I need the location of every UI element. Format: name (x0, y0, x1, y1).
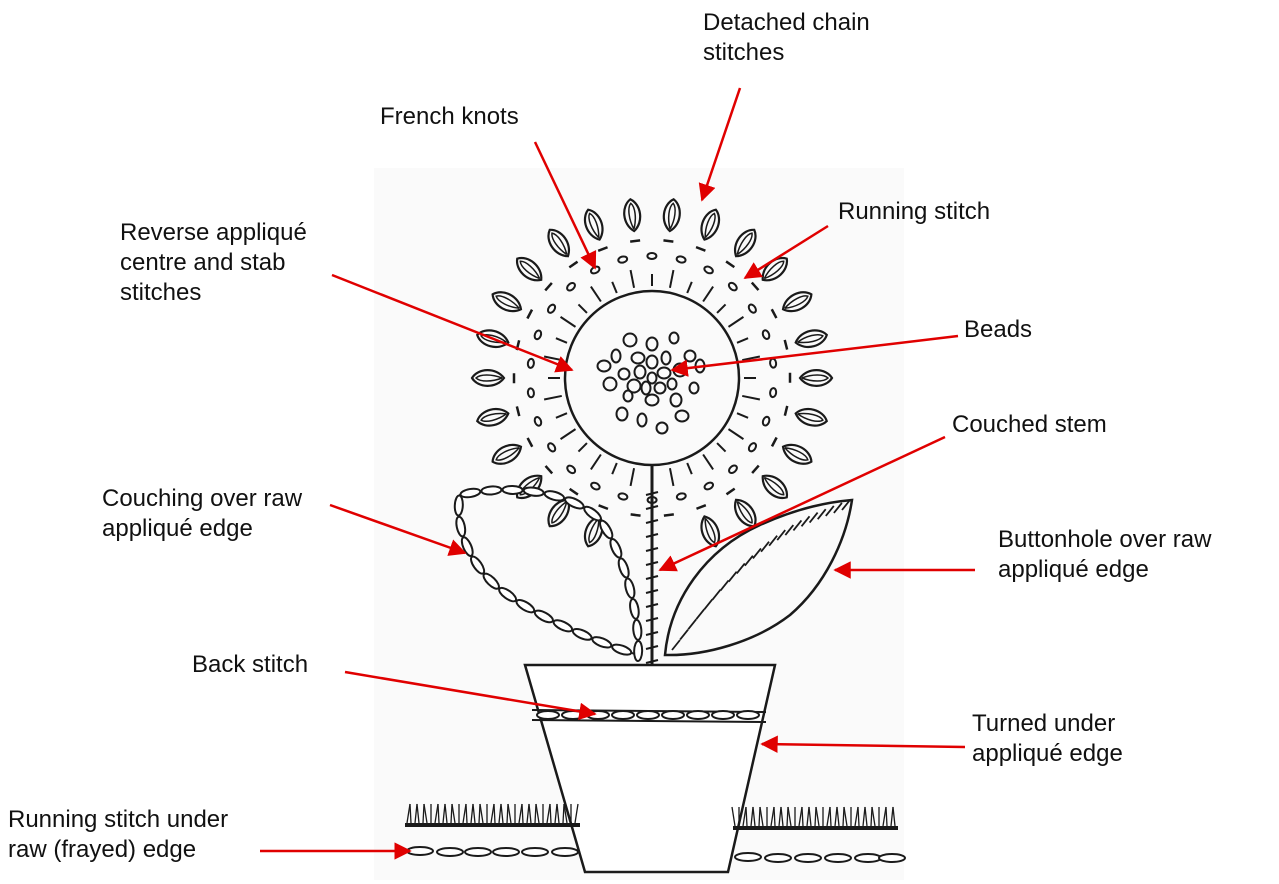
label-detached-chain: Detached chain stitches (703, 8, 870, 68)
couched-oval (634, 641, 642, 661)
label-back-stitch: Back stitch (192, 650, 308, 680)
running-stitch-oval (407, 847, 433, 855)
back-stitch-oval (662, 711, 684, 719)
running-stitch-oval (735, 853, 761, 861)
couched-oval (481, 486, 502, 495)
back-stitch-oval (737, 711, 759, 719)
label-turned-under: Turned under appliqué edge (972, 709, 1123, 769)
running-stitch-dash (630, 240, 640, 241)
running-stitch-oval (855, 854, 881, 862)
running-stitch-oval (765, 854, 791, 862)
running-stitch-oval (522, 848, 548, 856)
back-stitch-oval (637, 711, 659, 719)
label-reverse-applique: Reverse appliqué centre and stab stitche… (120, 218, 307, 308)
running-stitch-dash (664, 514, 674, 515)
running-stitch-oval (437, 848, 463, 856)
couched-oval (502, 486, 522, 495)
running-stitch-oval (552, 848, 578, 856)
label-beads: Beads (964, 315, 1032, 345)
label-couched-stem: Couched stem (952, 410, 1107, 440)
running-stitch-oval (825, 854, 851, 862)
running-stitch-oval (879, 854, 905, 862)
couched-oval (454, 495, 463, 515)
back-stitch-oval (712, 711, 734, 719)
label-running-under-raw: Running stitch under raw (frayed) edge (8, 805, 228, 865)
label-french-knots: French knots (380, 102, 519, 132)
back-stitch-oval (612, 711, 634, 719)
back-stitch-oval (537, 711, 559, 719)
running-stitch-oval (493, 848, 519, 856)
running-stitch-dash (663, 240, 673, 241)
running-stitch-oval (465, 848, 491, 856)
running-stitch-oval (795, 854, 821, 862)
back-stitch-oval (687, 711, 709, 719)
label-running-stitch: Running stitch (838, 197, 990, 227)
label-buttonhole-raw: Buttonhole over raw appliqué edge (998, 525, 1211, 585)
running-stitch-dash (631, 514, 641, 515)
label-couching-raw: Couching over raw appliqué edge (102, 484, 302, 544)
